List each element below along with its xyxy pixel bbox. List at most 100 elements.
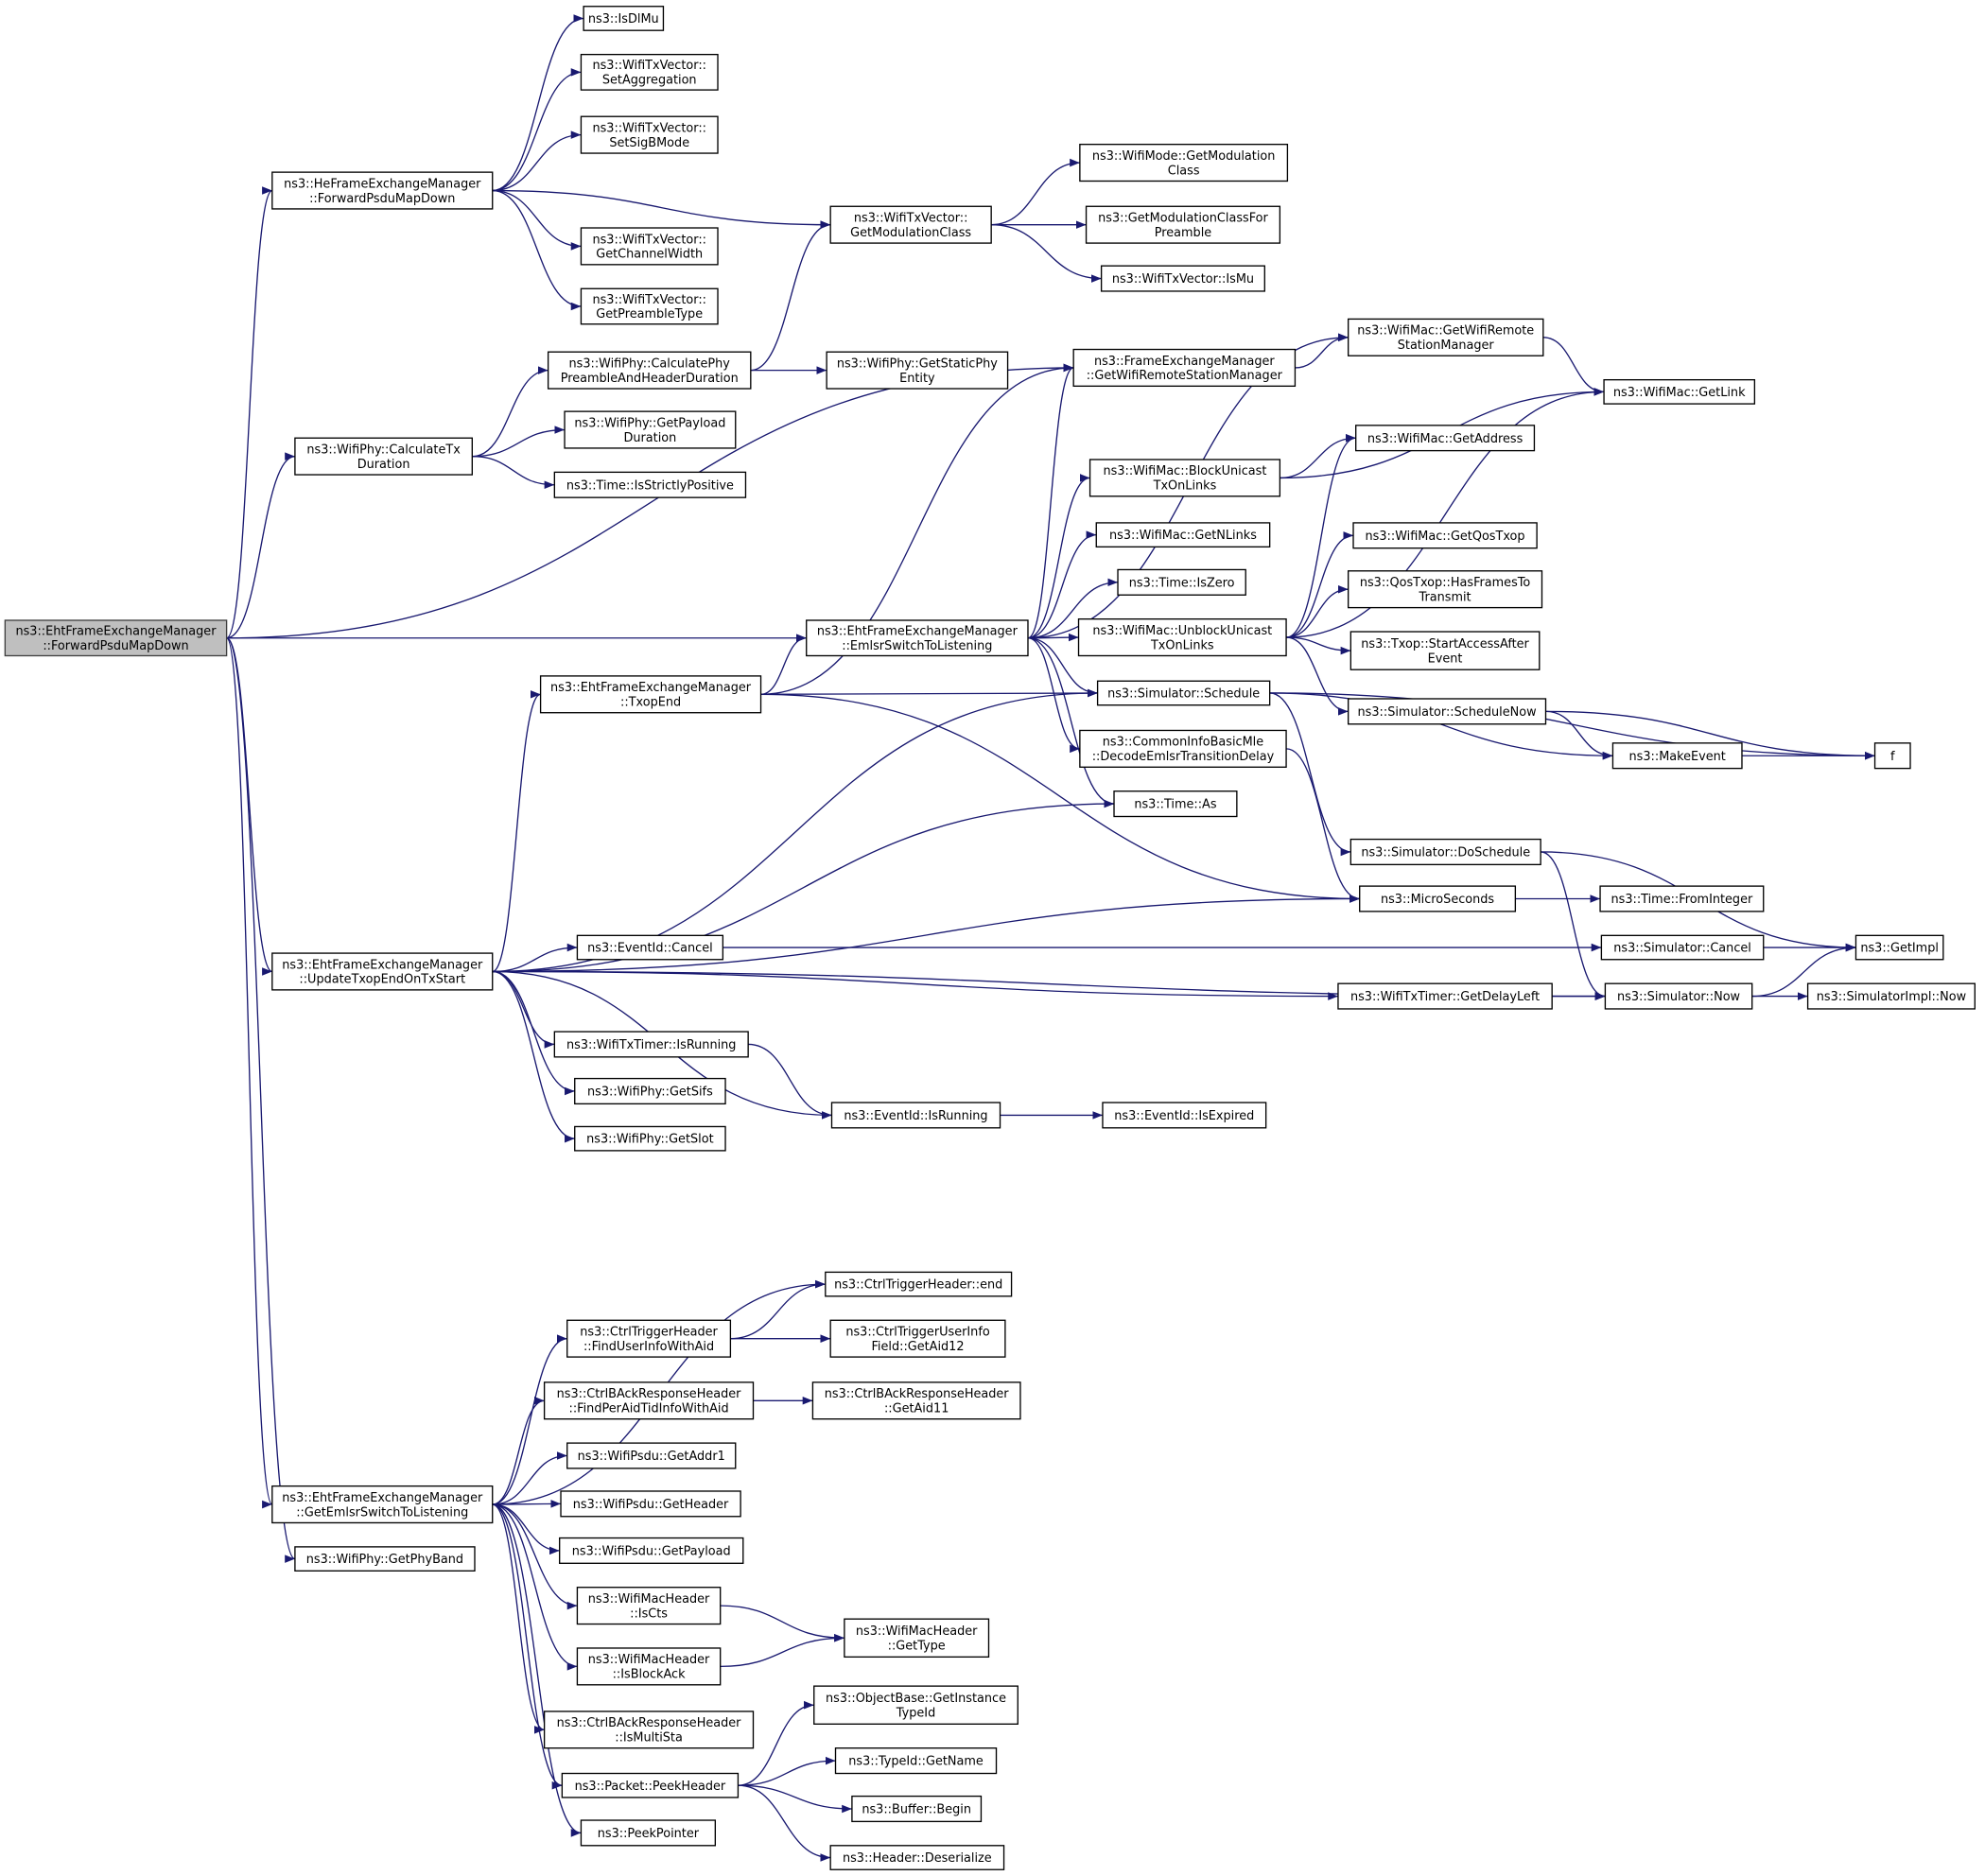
- call-edge-ehtframeexchangemanager-updatetxopendontxstart-to-wifitxtimer-getdelayleft: [492, 970, 1338, 1000]
- call-edge-ehtframeexchangemanager-txopend-to-simulator-schedule: [760, 688, 1098, 698]
- node-simulator-schedulenow[interactable]: ns3::Simulator::ScheduleNow: [1347, 698, 1547, 725]
- node-wifitxvector-getchannelwidth[interactable]: ns3::WifiTxVector::GetChannelWidth: [580, 227, 719, 266]
- node-heframeexchangemanager-forwardpsdumapdown[interactable]: ns3::HeFrameExchangeManager::ForwardPsdu…: [271, 171, 494, 210]
- node-eventid-isrunning[interactable]: ns3::EventId::IsRunning: [830, 1102, 1001, 1129]
- node-time-as[interactable]: ns3::Time::As: [1113, 790, 1238, 818]
- node-wifitxvector-setaggregation[interactable]: ns3::WifiTxVector::SetAggregation: [580, 53, 719, 91]
- call-edge-ehtframeexchangemanager-forwardpsdumapdown-to-wifiphy-calculatetxduration: [226, 452, 296, 639]
- node-eventid-isexpired[interactable]: ns3::EventId::IsExpired: [1102, 1102, 1267, 1129]
- node-label: ns3::CtrlBAckResponseHeader: [825, 1387, 1010, 1401]
- node-label: ::IsCts: [630, 1607, 668, 1621]
- node-ctrlbackresponseheader-getaid11[interactable]: ns3::CtrlBAckResponseHeader::GetAid11: [811, 1381, 1021, 1420]
- node-wifimac-getwifiremotestationmanager[interactable]: ns3::WifiMac::GetWifiRemoteStationManage…: [1347, 318, 1544, 356]
- node-simulator-doschedule[interactable]: ns3::Simulator::DoSchedule: [1349, 838, 1541, 866]
- node-wifimacheader-isblockack[interactable]: ns3::WifiMacHeader::IsBlockAck: [576, 1647, 722, 1686]
- node-wifipsdu-getpayload[interactable]: ns3::WifiPsdu::GetPayload: [559, 1537, 744, 1564]
- node-ctrltriggerheader-end[interactable]: ns3::CtrlTriggerHeader::end: [825, 1271, 1013, 1297]
- node-wifimac-getqostxop[interactable]: ns3::WifiMac::GetQosTxop: [1352, 522, 1538, 549]
- node-label: ns3::Packet::PeekHeader: [575, 1780, 726, 1794]
- node-peekpointer[interactable]: ns3::PeekPointer: [580, 1819, 717, 1847]
- node-time-iszero[interactable]: ns3::Time::IsZero: [1117, 568, 1246, 596]
- call-edge-packet-peekheader-to-typeid-getname: [738, 1756, 836, 1786]
- call-edge-simulator-schedulenow-to-f: [1545, 710, 1875, 760]
- node-ctrlbackresponseheader-ismultista[interactable]: ns3::CtrlBAckResponseHeader::IsMultiSta: [543, 1711, 755, 1749]
- node-typeid-getname[interactable]: ns3::TypeId::GetName: [834, 1747, 998, 1775]
- node-ctrltriggerheader-finduserinfowithaid[interactable]: ns3::CtrlTriggerHeader::FindUserInfoWith…: [566, 1319, 732, 1358]
- node-header-deserialize[interactable]: ns3::Header::Deserialize: [829, 1845, 1005, 1870]
- node-time-frominteger[interactable]: ns3::Time::FromInteger: [1599, 885, 1765, 912]
- node-ehtframeexchangemanager-forwardpsdumapdown[interactable]: ns3::EhtFrameExchangeManager::ForwardPsd…: [4, 619, 228, 657]
- node-box: [806, 619, 1029, 657]
- node-wifimac-getaddress[interactable]: ns3::WifiMac::GetAddress: [1355, 425, 1536, 452]
- node-box: [1096, 680, 1271, 706]
- node-packet-peekheader[interactable]: ns3::Packet::PeekHeader: [561, 1772, 740, 1798]
- node-ehtframeexchangemanager-updatetxopendontxstart[interactable]: ns3::EhtFrameExchangeManager::UpdateTxop…: [271, 952, 494, 991]
- node-label: ns3::WifiMac::UnblockUnicast: [1092, 624, 1272, 638]
- call-edge-ctrltriggerheader-finduserinfowithaid-to-ctrltriggerheader-end: [730, 1279, 826, 1340]
- node-wifitxvector-getmodulationclass[interactable]: ns3::WifiTxVector::GetModulationClass: [829, 205, 992, 244]
- node-box: [1599, 885, 1765, 912]
- call-edge-wifimac-unblockunicasttxonlinks-to-simulator-schedulenow: [1286, 636, 1349, 716]
- node-box: [580, 53, 719, 91]
- node-commoninfobasicmle-decodeemlsrtransitiondelay[interactable]: ns3::CommonInfoBasicMle::DecodeEmlsrTran…: [1079, 729, 1287, 768]
- node-getimpl[interactable]: ns3::GetImpl: [1854, 934, 1944, 961]
- call-edge-ehtframeexchangemanager-updatetxopendontxstart-to-wifitxtimer-isrunning: [492, 970, 555, 1049]
- node-buffer-begin[interactable]: ns3::Buffer::Begin: [851, 1795, 983, 1823]
- node-box: [1611, 742, 1743, 770]
- node-wifimac-getnlinks[interactable]: ns3::WifiMac::GetNLinks: [1095, 522, 1271, 548]
- node-wifitxtimer-isrunning[interactable]: ns3::WifiTxTimer::IsRunning: [553, 1031, 749, 1058]
- node-wifiphy-getphyband[interactable]: ns3::WifiPhy::GetPhyBand: [294, 1546, 476, 1572]
- call-edge-ehtframeexchangemanager-emlsrswitchtolistening-to-time-iszero: [1027, 578, 1119, 639]
- node-wifimacheader-iscts[interactable]: ns3::WifiMacHeader::IsCts: [576, 1587, 722, 1625]
- node-wifimac-getlink[interactable]: ns3::WifiMac::GetLink: [1603, 378, 1756, 405]
- node-ehtframeexchangemanager-getemlsrswitchtolistening[interactable]: ns3::EhtFrameExchangeManager::GetEmlsrSw…: [271, 1485, 494, 1524]
- node-ctrlbackresponseheader-findperaidtidinfowithaid[interactable]: ns3::CtrlBAckResponseHeader::FindPerAidT…: [543, 1381, 755, 1420]
- node-label: ns3::WifiTxVector::: [592, 293, 706, 307]
- node-label: ns3::EhtFrameExchangeManager: [550, 681, 752, 695]
- node-time-isstrictlypositive[interactable]: ns3::Time::IsStrictlyPositive: [553, 471, 747, 498]
- call-edge-ehtframeexchangemanager-updatetxopendontxstart-to-wifiphy-getslot: [492, 970, 575, 1143]
- node-wifimode-getmodulationclass[interactable]: ns3::WifiMode::GetModulationClass: [1079, 143, 1289, 182]
- node-frameexchangemanager-getwifiremotestationmanager[interactable]: ns3::FrameExchangeManager::GetWifiRemote…: [1072, 348, 1297, 388]
- node-microseconds[interactable]: ns3::MicroSeconds: [1359, 885, 1517, 912]
- node-wifitxtimer-getdelayleft[interactable]: ns3::WifiTxTimer::GetDelayLeft: [1337, 982, 1553, 1010]
- node-wifitxvector-getpreambletype[interactable]: ns3::WifiTxVector::GetPreambleType: [580, 287, 719, 325]
- node-simulatorimpl-now[interactable]: ns3::SimulatorImpl::Now: [1806, 982, 1976, 1010]
- node-label: ns3::WifiMacHeader: [588, 1653, 710, 1667]
- node-wifitxvector-ismu[interactable]: ns3::WifiTxVector::IsMu: [1100, 265, 1265, 292]
- node-label: ns3::CtrlTriggerHeader: [580, 1326, 718, 1340]
- node-simulator-now[interactable]: ns3::Simulator::Now: [1604, 982, 1753, 1010]
- node-label: GetPreambleType: [596, 307, 703, 321]
- call-edge-wifitxtimer-isrunning-to-eventid-isrunning: [748, 1043, 832, 1120]
- node-ehtframeexchangemanager-emlsrswitchtolistening[interactable]: ns3::EhtFrameExchangeManager::EmlsrSwitc…: [806, 619, 1029, 657]
- node-isdlmu[interactable]: ns3::IsDlMu: [583, 6, 665, 31]
- node-wifiphy-calculatephypreambleandheaderduration[interactable]: ns3::WifiPhy::CalculatePhyPreambleAndHea…: [547, 351, 752, 390]
- node-wifitxvector-setsigbmode[interactable]: ns3::WifiTxVector::SetSigBMode: [580, 115, 719, 154]
- node-wifimacheader-gettype[interactable]: ns3::WifiMacHeader::GetType: [844, 1618, 990, 1659]
- node-wifiphy-getslot[interactable]: ns3::WifiPhy::GetSlot: [574, 1125, 726, 1152]
- node-box: [1077, 617, 1287, 657]
- node-f[interactable]: f: [1873, 742, 1911, 770]
- node-simulator-cancel[interactable]: ns3::Simulator::Cancel: [1600, 934, 1765, 961]
- call-edge-ehtframeexchangemanager-emlsrswitchtolistening-to-wifimac-unblockunicasttxonlinks: [1027, 633, 1079, 642]
- node-eventid-cancel[interactable]: ns3::EventId::Cancel: [576, 934, 724, 961]
- node-label: ns3::EventId::IsExpired: [1114, 1109, 1254, 1123]
- node-makeevent[interactable]: ns3::MakeEvent: [1611, 742, 1743, 770]
- call-edge-heframeexchangemanager-forwardpsdumapdown-to-isdlmu: [492, 14, 584, 192]
- node-wifipsdu-getheader[interactable]: ns3::WifiPsdu::GetHeader: [560, 1490, 741, 1518]
- node-wifipsdu-getaddr1[interactable]: ns3::WifiPsdu::GetAddr1: [566, 1442, 737, 1469]
- call-edge-ehtframeexchangemanager-forwardpsdumapdown-to-heframeexchangemanager-forwardpsdumapdown: [226, 186, 273, 639]
- node-ehtframeexchangemanager-txopend[interactable]: ns3::EhtFrameExchangeManager::TxopEnd: [539, 675, 762, 714]
- node-simulator-schedule[interactable]: ns3::Simulator::Schedule: [1096, 680, 1271, 706]
- node-wifiphy-getsifs[interactable]: ns3::WifiPhy::GetSifs: [574, 1077, 726, 1105]
